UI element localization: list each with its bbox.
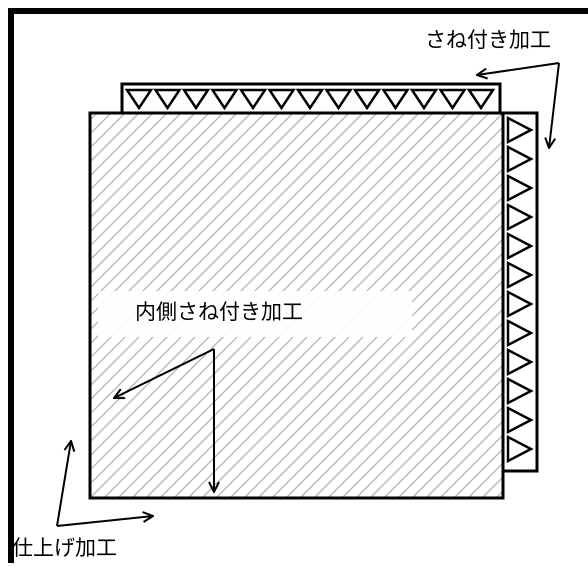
inner-tongue-groove-label: 内側さね付き加工 [135, 300, 303, 324]
finishing-arrows [56, 441, 153, 527]
right-tongue-strip [501, 111, 539, 473]
inner-label-background [98, 291, 412, 337]
outer-frame [8, 8, 588, 563]
finishing-label: 仕上げ加工 [12, 536, 117, 560]
tongue-groove-arrows [477, 62, 560, 148]
inner-tongue-groove-arrows [114, 348, 214, 492]
top-tongue-strip [120, 82, 502, 115]
tongue-groove-label: さね付き加工 [425, 28, 551, 52]
